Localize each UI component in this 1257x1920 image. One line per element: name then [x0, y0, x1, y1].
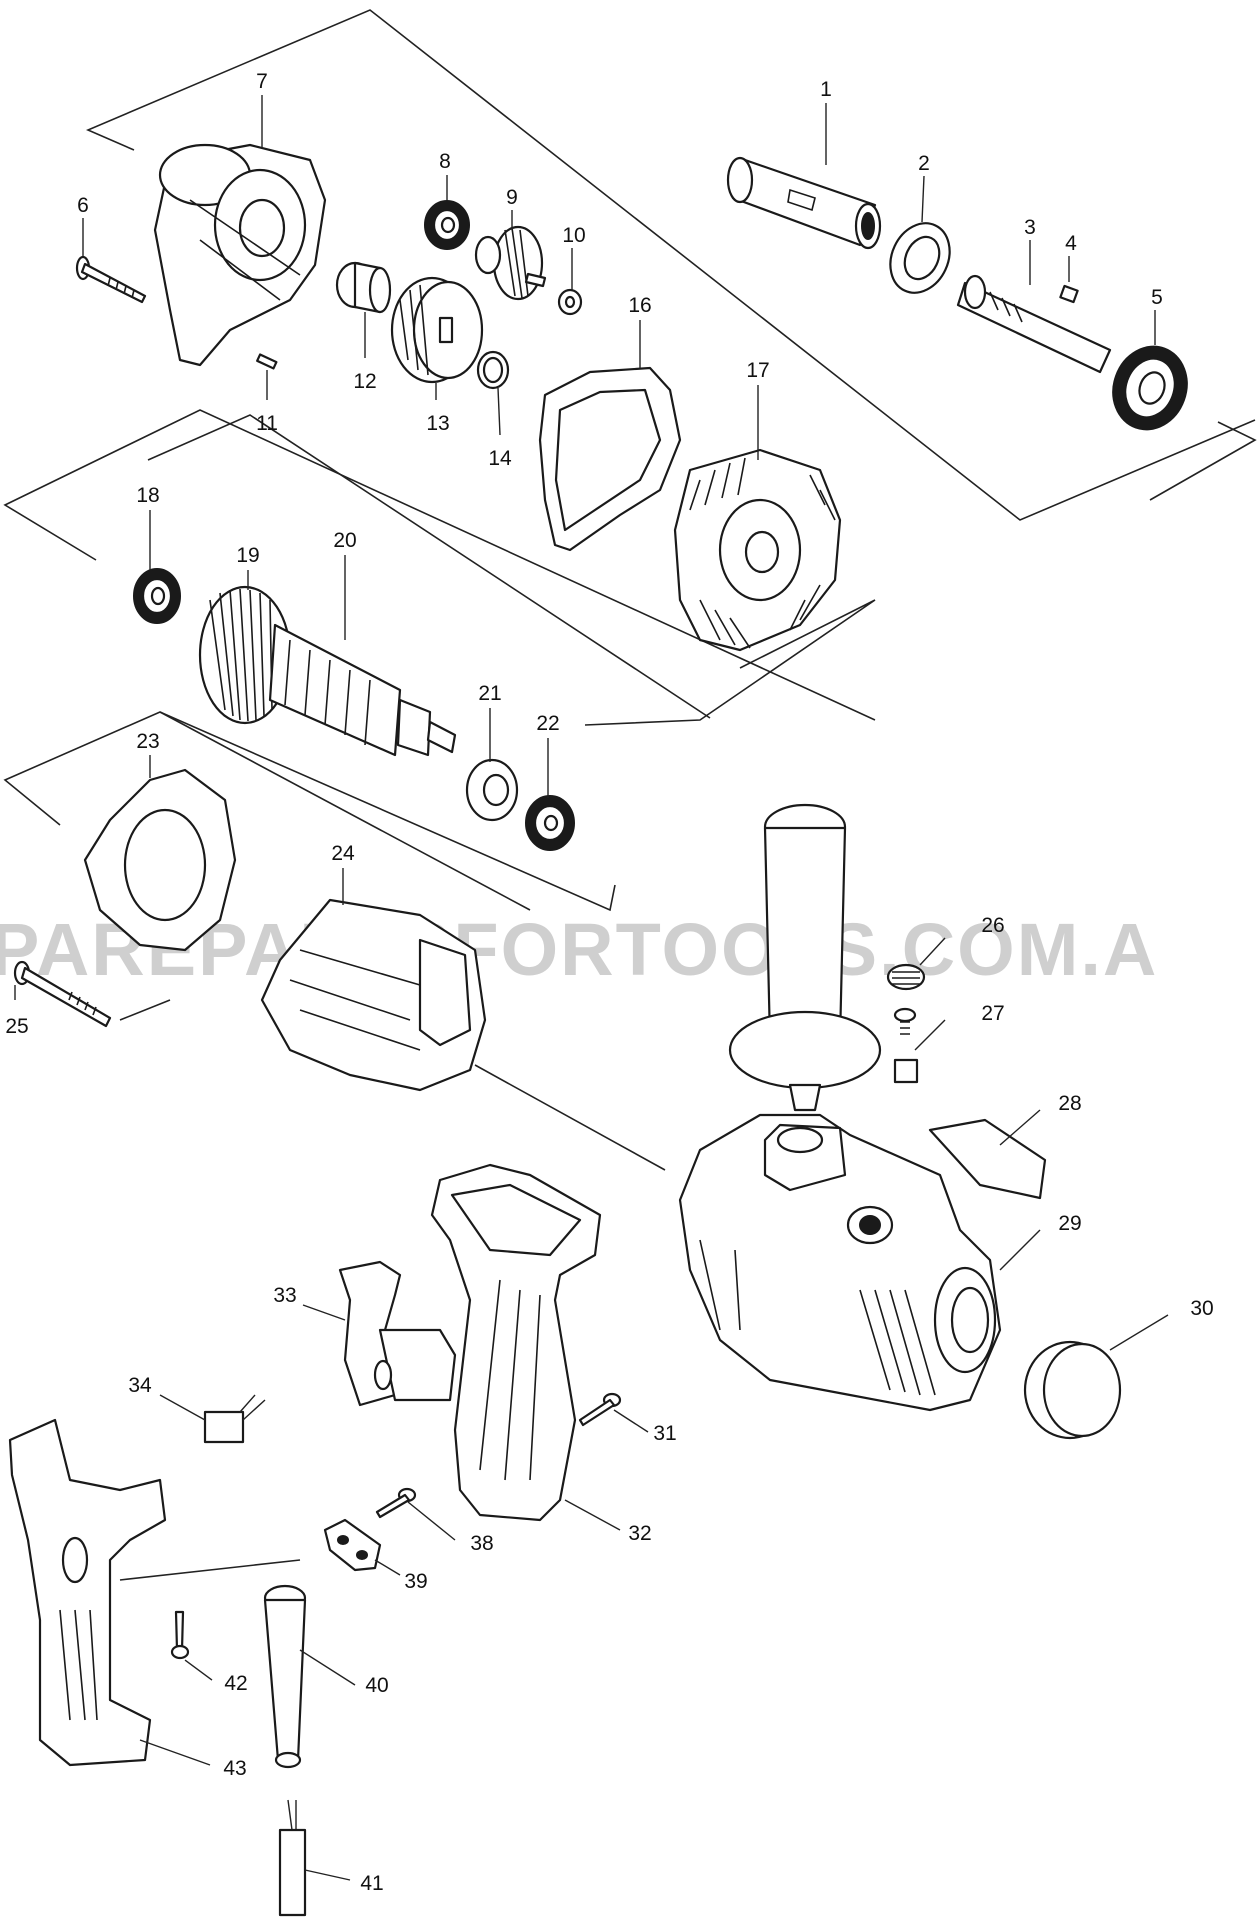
callout-38: 38	[470, 1532, 493, 1555]
part-41-cord	[278, 1799, 307, 1917]
callout-22: 22	[536, 712, 559, 735]
part-6-screw	[75, 255, 147, 304]
callout-7: 7	[256, 70, 268, 93]
part-28-name-plate	[928, 1118, 1047, 1200]
part-3-spindle	[956, 274, 1112, 374]
part-32-handle-housing	[430, 1163, 602, 1522]
callout-43: 43	[223, 1757, 246, 1780]
part-30-rear-cover	[1023, 1340, 1122, 1440]
callout-4: 4	[1065, 232, 1077, 255]
part-7-gear-housing	[153, 143, 327, 367]
callout-2: 2	[918, 152, 930, 175]
callout-31: 31	[653, 1422, 676, 1445]
part-16-gasket	[538, 366, 682, 552]
part-13-gear	[390, 276, 484, 384]
callout-19: 19	[236, 544, 259, 567]
part-29-motor-housing	[678, 1113, 1002, 1412]
callout-40: 40	[365, 1674, 388, 1697]
callout-11: 11	[256, 412, 278, 435]
part-14-retaining-ring	[476, 350, 510, 390]
part-43-handle-cover	[8, 1418, 167, 1767]
part-26-brush-cap	[886, 963, 926, 991]
callout-41: 41	[360, 1872, 383, 1895]
callout-29: 29	[1058, 1212, 1081, 1235]
part-1-sleeve	[726, 156, 882, 250]
part-9-pinion	[474, 225, 547, 301]
callout-8: 8	[439, 150, 451, 173]
callout-25: 25	[5, 1015, 28, 1038]
callout-5: 5	[1151, 286, 1163, 309]
part-42-screw	[170, 1610, 190, 1660]
part-25-screw	[13, 960, 112, 1028]
part-40-cord-guard	[263, 1584, 307, 1769]
callout-28: 28	[1058, 1092, 1081, 1115]
part-12-needle-bearing	[335, 261, 392, 314]
part-17-baffle-plate	[673, 448, 842, 652]
callout-33: 33	[273, 1284, 296, 1307]
callout-27: 27	[981, 1002, 1004, 1025]
callout-32: 32	[628, 1522, 651, 1545]
callout-13: 13	[426, 412, 449, 435]
part-23-baffle-ring	[83, 768, 237, 952]
callout-10: 10	[562, 224, 585, 247]
callout-20: 20	[333, 529, 356, 552]
part-10-washer	[557, 288, 583, 316]
callout-6: 6	[77, 194, 89, 217]
part-2-ring	[889, 222, 951, 294]
callout-39: 39	[404, 1570, 427, 1593]
callout-23: 23	[136, 730, 159, 753]
part-27-carbon-brush	[893, 1007, 919, 1084]
callout-9: 9	[506, 186, 518, 209]
part-24-field	[260, 898, 487, 1092]
assembly-frames	[3, 9, 1257, 1581]
part-38-screw	[375, 1487, 417, 1519]
callout-12: 12	[353, 370, 376, 393]
callout-24: 24	[331, 842, 355, 865]
part-20-armature	[198, 585, 457, 757]
part-callouts: 1 2 3 4 5 6 7 8 9 10 11 12 13 14 16 17 1…	[5, 70, 1213, 1895]
part-11-pin	[256, 353, 278, 370]
callout-34: 34	[128, 1374, 152, 1397]
part-8-bearing	[424, 200, 470, 250]
callout-3: 3	[1024, 216, 1036, 239]
part-4-key	[1059, 284, 1079, 304]
leader-lines	[14, 95, 1169, 1881]
callout-17: 17	[746, 359, 769, 382]
callout-14: 14	[488, 447, 512, 470]
callout-1: 1	[820, 78, 832, 101]
part-22-bearing	[525, 795, 575, 851]
callout-30: 30	[1190, 1297, 1213, 1320]
part-39-strain-relief	[323, 1518, 382, 1572]
part-34-capacitor	[203, 1394, 266, 1444]
part-5-bearing	[1112, 345, 1188, 431]
part-33-switch	[338, 1260, 457, 1407]
side-handle	[728, 803, 882, 1112]
callout-16: 16	[628, 294, 651, 317]
callout-26: 26	[981, 914, 1004, 937]
callout-42: 42	[224, 1672, 247, 1695]
part-31-screw	[578, 1392, 622, 1427]
callout-18: 18	[136, 484, 159, 507]
callout-21: 21	[478, 682, 501, 705]
part-18-bearing	[133, 568, 181, 624]
part-21-washer	[465, 758, 519, 822]
